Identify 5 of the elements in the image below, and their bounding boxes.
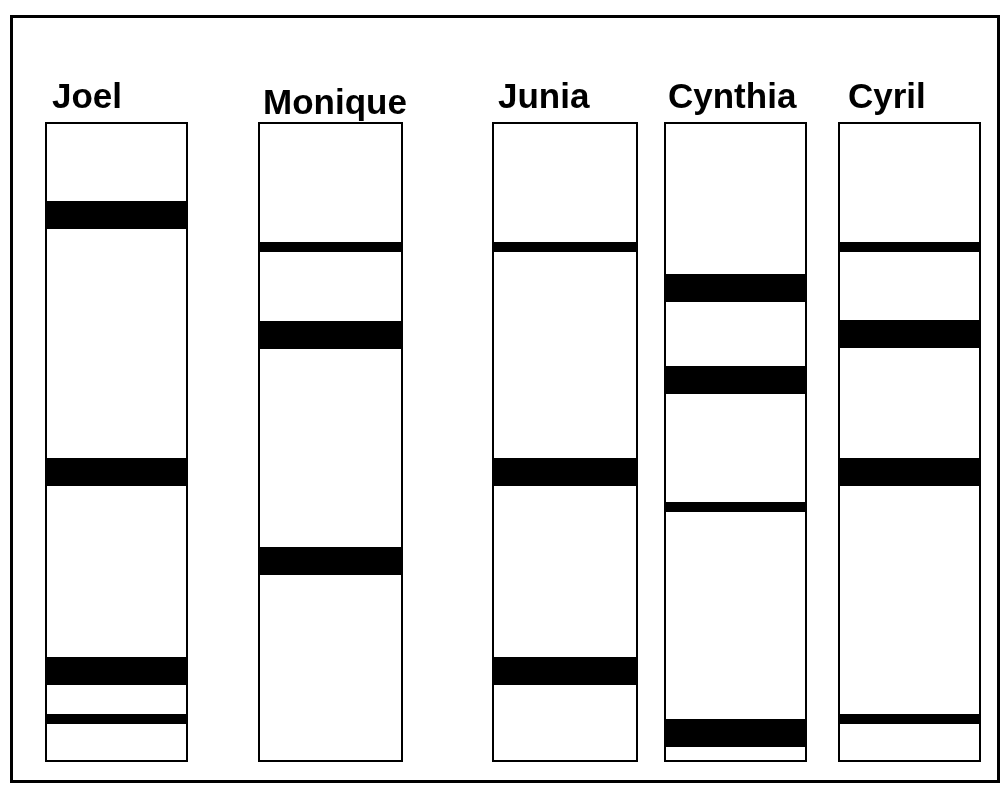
lane-label: Cynthia xyxy=(668,78,797,113)
lane-label: Junia xyxy=(498,78,590,113)
lane-label: Monique xyxy=(263,84,407,119)
lane-label: Cyril xyxy=(848,78,926,113)
lane-label: Joel xyxy=(52,78,123,113)
